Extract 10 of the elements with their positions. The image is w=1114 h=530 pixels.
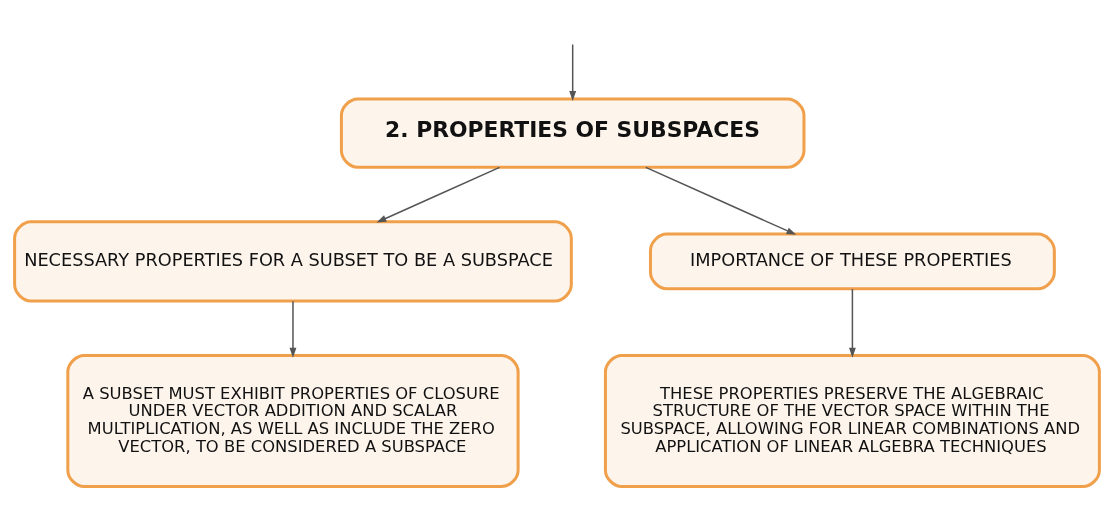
- node-box: A SUBSET MUST EXHIBIT PROPERTIES OF CLOSURE UNDER VECTOR ADDITION AND SCALAR MULTIPLICATION, AS WELL AS INCLUDE THE ZERO VECTOR, TO BE CONSIDERED A SUBSPACE: [66, 354, 520, 489]
- arrow: [848, 288, 856, 358]
- arrow: [289, 300, 297, 358]
- node-box: IMPORTANCE OF THESE PROPERTIES: [648, 232, 1056, 291]
- arrow: [645, 166, 797, 235]
- node-box: THESE PROPERTIES PRESERVE THE ALGEBRAIC STRUCTURE OF THE VECTOR SPACE WITHIN THE SUBSPACE, ALLOWING FOR LINEAR COMBINATIONS AND APPLICATION OF LINEAR ALGEBRA TECHNIQUES: [603, 354, 1101, 489]
- arrow: [376, 166, 501, 223]
- node-box: NECESSARY PROPERTIES FOR A SUBSET TO BE A SUBSPACE: [13, 220, 573, 303]
- arrow: [569, 43, 577, 101]
- node-box: 2. PROPERTIES OF SUBSPACES: [339, 97, 806, 169]
